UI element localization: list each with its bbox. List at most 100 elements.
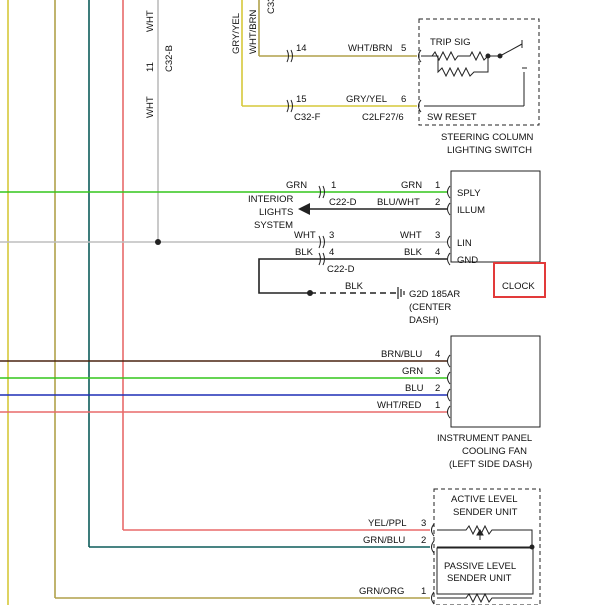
interior-lights-line2: LIGHTS — [259, 207, 293, 218]
clock-pin3-num: 3 — [435, 230, 440, 241]
clock-pin4-wire: BLK — [404, 247, 423, 258]
gry-yel-vertical-label: GRY/YEL — [231, 13, 242, 54]
active-sender-box — [433, 488, 541, 605]
clock-left-wht-label: WHT — [294, 230, 316, 241]
clock-pin-2-terminal — [447, 202, 451, 216]
passive-title-1: PASSIVE LEVEL — [444, 561, 516, 572]
connector-15-symbol — [286, 99, 293, 113]
sender-pin2-num: 2 — [421, 535, 426, 546]
fan-pin2-wire: BLU — [405, 383, 424, 394]
sender-pin3-num: 3 — [421, 518, 426, 529]
trip-sig-label: TRIP SIG — [430, 37, 470, 48]
left-wire-label-bottom: WHT — [145, 96, 156, 118]
active-sender-resistor — [437, 524, 535, 550]
passive-sender-resistor — [437, 592, 532, 604]
left-wire-conn: C32-B — [164, 45, 175, 72]
fan-title-2: COOLING FAN — [462, 446, 527, 457]
clock-conn-4-symbol — [318, 252, 325, 266]
interior-lights-line3: SYSTEM — [254, 220, 293, 231]
interior-lights-arrow — [298, 203, 310, 215]
ground-line-2: (CENTER — [409, 302, 451, 313]
left-wire-label-top: WHT — [145, 10, 156, 32]
left-wire-conn-pin: 11 — [145, 62, 156, 72]
clock-pin2-name: ILLUM — [457, 205, 485, 216]
gry-yel-wire-label: GRY/YEL — [346, 94, 387, 105]
clock-conn2-name: C22-D — [327, 264, 355, 275]
fan-pin-1-terminal — [447, 405, 451, 419]
clock-pin2-wire: BLU/WHT — [377, 197, 420, 208]
clock-pin3-wire: WHT — [400, 230, 422, 241]
clock-pin-1-terminal — [447, 185, 451, 199]
clock-conn1-pin: 1 — [331, 180, 336, 191]
wht-splice — [155, 239, 161, 245]
clock-pin2-num: 2 — [435, 197, 440, 208]
sender-pin2-wire: GRN/BLU — [363, 535, 405, 546]
sender-pin-3-terminal — [431, 523, 435, 537]
clock-pin-3-terminal — [447, 235, 451, 249]
clock-pin4-num: 4 — [435, 247, 440, 258]
gry-yel-pin: 6 — [401, 94, 406, 105]
fan-pin4-num: 4 — [435, 349, 440, 360]
gry-yel-conn-pin: 15 — [296, 94, 307, 105]
steering-title-1: STEERING COLUMN — [441, 132, 534, 143]
sender-pin1-wire: GRN/ORG — [359, 586, 404, 597]
clock-conn-1-symbol — [318, 185, 325, 199]
sender-pin1-num: 1 — [421, 586, 426, 597]
fan-pin3-num: 3 — [435, 366, 440, 377]
ground-id: G2D 185AR — [409, 289, 460, 300]
fan-pin-2-terminal — [447, 388, 451, 402]
wht-brn-conn-pin: 14 — [296, 43, 307, 54]
clock-pin-4-terminal — [447, 252, 451, 266]
active-title-2: SENDER UNIT — [453, 507, 518, 518]
connector-14-symbol — [286, 49, 293, 63]
fan-pin2-num: 2 — [435, 383, 440, 394]
fan-pin1-wire: WHT/RED — [377, 400, 421, 411]
clock-pin1-wire: GRN — [401, 180, 422, 191]
passive-title-2: SENDER UNIT — [447, 573, 512, 584]
sender-pin3-wire: YEL/PPL — [368, 518, 407, 529]
fan-pin1-num: 1 — [435, 400, 440, 411]
clock-left-grn-label: GRN — [286, 180, 307, 191]
switch-conn-name: C2LF27/6 — [362, 112, 404, 123]
gry-yel-conn-name: C32-F — [294, 112, 321, 123]
clock-label: CLOCK — [502, 281, 535, 292]
steering-pin-5-terminal — [418, 49, 422, 63]
steering-title-2: LIGHTING SWITCH — [447, 145, 532, 156]
wire-blk-clock — [258, 258, 447, 294]
clock-pin1-num: 1 — [435, 180, 440, 191]
steering-switch-box — [418, 18, 540, 126]
fan-pin-3-terminal — [447, 371, 451, 385]
fan-pin3-wire: GRN — [402, 366, 423, 377]
clock-conn3-pin: 3 — [329, 230, 334, 241]
wht-brn-pin: 5 — [401, 43, 406, 54]
clock-pin4-name: GND — [457, 255, 478, 266]
ground-wire-label: BLK — [345, 281, 364, 292]
c33-vertical-label: C33 — [266, 0, 277, 14]
clock-conn-3-symbol — [318, 235, 325, 249]
fan-pin-4-terminal — [447, 354, 451, 368]
fan-title-3: (LEFT SIDE DASH) — [449, 459, 532, 470]
steering-pin-6-terminal — [418, 99, 422, 113]
sw-reset-label: SW RESET — [427, 112, 477, 123]
interior-lights-line1: INTERIOR — [248, 194, 294, 205]
fan-pin4-wire: BRN/BLU — [381, 349, 422, 360]
clock-highlight-box — [493, 262, 546, 298]
ground-symbol — [397, 287, 405, 299]
sender-pin-2-terminal — [431, 540, 435, 554]
blk-splice — [307, 290, 313, 296]
sender-pin-1-terminal — [431, 591, 435, 605]
clock-conn1-name: C22-D — [329, 197, 357, 208]
trip-sig-switch-symbol — [421, 40, 527, 107]
active-title-1: ACTIVE LEVEL — [451, 494, 518, 505]
clock-conn4-pin: 4 — [329, 247, 334, 258]
fan-box — [450, 335, 541, 428]
fan-title-1: INSTRUMENT PANEL — [437, 433, 532, 444]
clock-left-blk-label: BLK — [295, 247, 314, 258]
wht-brn-vertical-label: WHT/BRN — [248, 10, 259, 54]
ground-line-3: DASH) — [409, 315, 439, 326]
wht-brn-wire-label: WHT/BRN — [348, 43, 392, 54]
clock-pin1-name: SPLY — [457, 188, 481, 199]
clock-pin3-name: LIN — [457, 238, 472, 249]
